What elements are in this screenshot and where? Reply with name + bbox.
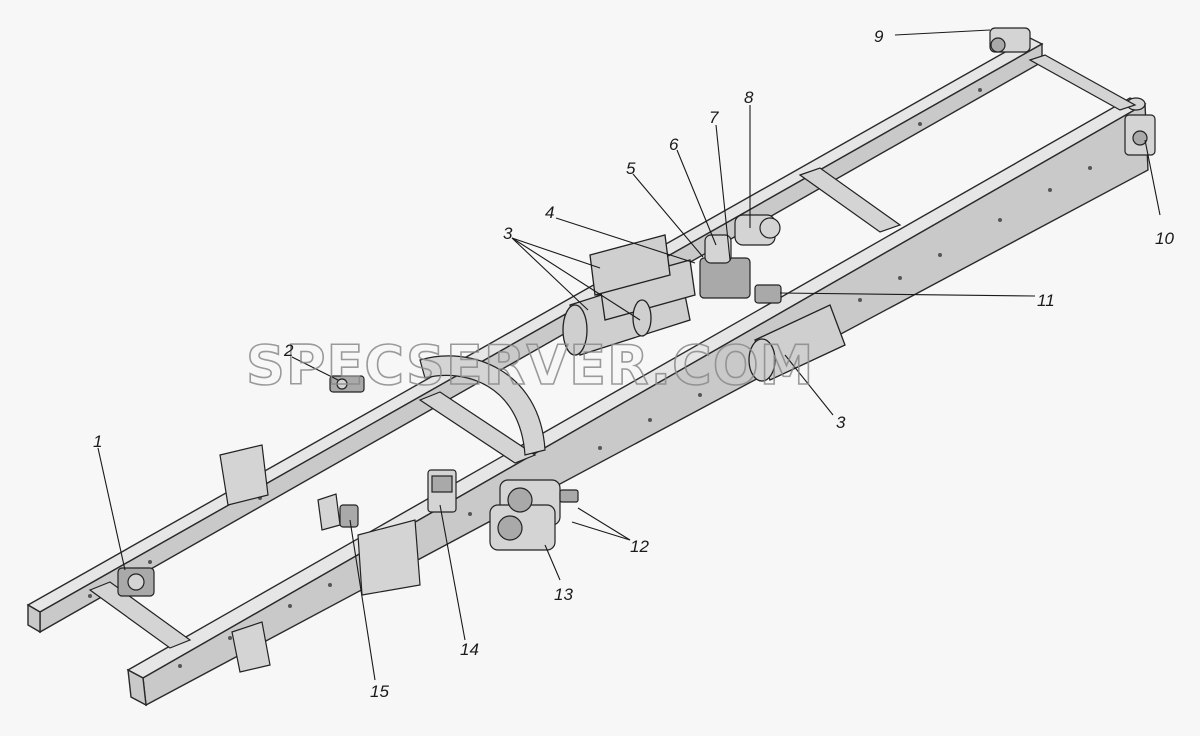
spring-bracket-mid: [317, 493, 341, 531]
brake-chambers-12-13: [489, 479, 579, 551]
spring-bracket-front: [231, 621, 271, 673]
valve-cluster-4-8: [699, 214, 781, 299]
part-2-fitting: [329, 375, 365, 393]
callout-labels: 1 2 3 3 4 5 6 7 8 9 10 11 12 13 14 15: [93, 27, 1174, 701]
callout-13: 13: [554, 585, 573, 604]
part-1-valve: [117, 567, 155, 597]
left-frame-rail: [26, 37, 1044, 634]
cross-members: [88, 54, 1137, 649]
right-frame-rail: [126, 97, 1149, 707]
tube-crossmember: [419, 355, 546, 456]
callout-12: 12: [630, 537, 649, 556]
callout-5: 5: [626, 159, 636, 178]
callout-4: 4: [545, 203, 554, 222]
callout-1: 1: [93, 432, 102, 451]
part-9-connector: [989, 27, 1031, 53]
part-14-bracket: [427, 469, 457, 513]
callout-3-left: 3: [503, 224, 513, 243]
callout-6: 6: [669, 135, 679, 154]
callout-14: 14: [460, 640, 479, 659]
front-bracket: [219, 444, 269, 506]
part-10-connector: [1124, 114, 1156, 156]
leader-lines: [97, 29, 1161, 681]
callout-7: 7: [709, 108, 719, 127]
watermark-text: SPECSERVER.COM: [246, 334, 814, 397]
part-15-bracket: [339, 504, 421, 596]
callout-11: 11: [1037, 291, 1055, 310]
callout-2: 2: [283, 341, 294, 360]
callout-9: 9: [874, 27, 884, 46]
callout-10: 10: [1155, 229, 1174, 248]
callout-3-right: 3: [836, 413, 846, 432]
air-tank-right-3: [748, 304, 846, 382]
air-tanks-3: [562, 234, 696, 356]
part-11-valve: [754, 284, 782, 304]
callout-8: 8: [744, 88, 754, 107]
callout-15: 15: [370, 682, 389, 701]
